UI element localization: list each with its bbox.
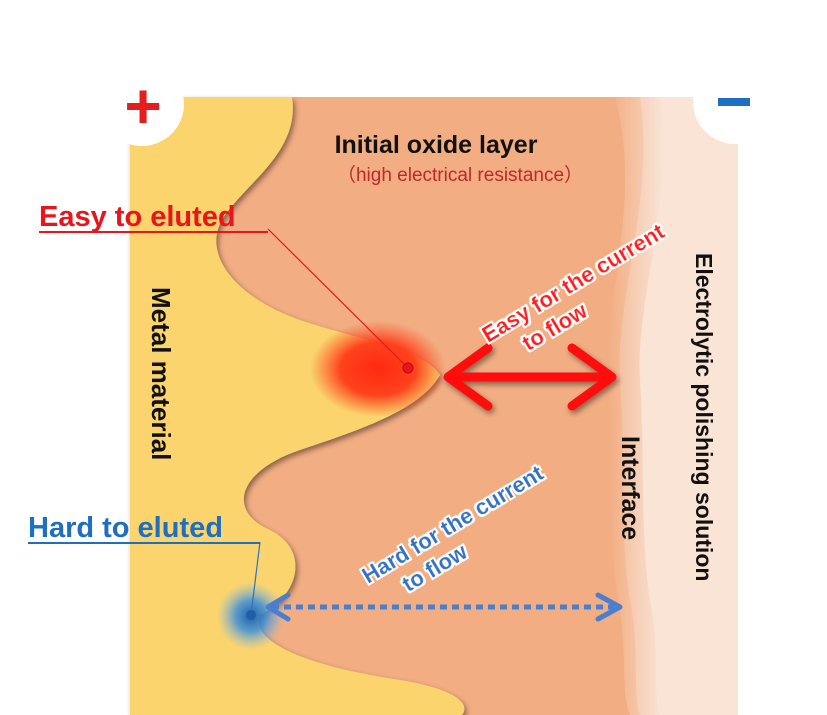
- solution-label: Electrolytic polishing solution: [691, 253, 717, 581]
- hard-point-dot: [246, 610, 256, 620]
- positive-terminal: +: [124, 70, 161, 142]
- easy-eluted-label: Easy to eluted: [39, 201, 236, 233]
- hard-leader-line: [250, 541, 261, 616]
- easy-eluted-label-group: Easy to eluted: [39, 201, 268, 233]
- negative-terminal-bar: [718, 98, 750, 106]
- hard-current-arrow: [265, 592, 623, 622]
- hard-eluted-label: Hard to eluted: [28, 512, 223, 544]
- hard-eluted-label-group: Hard to eluted: [28, 512, 260, 544]
- metal-layer: [130, 97, 465, 715]
- positive-terminal-disc: [100, 62, 184, 146]
- easy-point-dot: [402, 362, 414, 374]
- easy-elution-glow: [310, 321, 446, 417]
- interface-label: Interface: [616, 436, 644, 540]
- negative-terminal: −: [734, 39, 735, 41]
- interface-band: [607, 97, 664, 715]
- easy-current-arrow: [443, 343, 617, 411]
- metal-material-label: Metal material: [146, 287, 176, 460]
- easy-leader-line: [267, 228, 409, 369]
- oxide-layer-subtitle: （high electrical resistance）: [337, 164, 583, 186]
- oxide-layer-title: Initial oxide layer: [335, 131, 538, 159]
